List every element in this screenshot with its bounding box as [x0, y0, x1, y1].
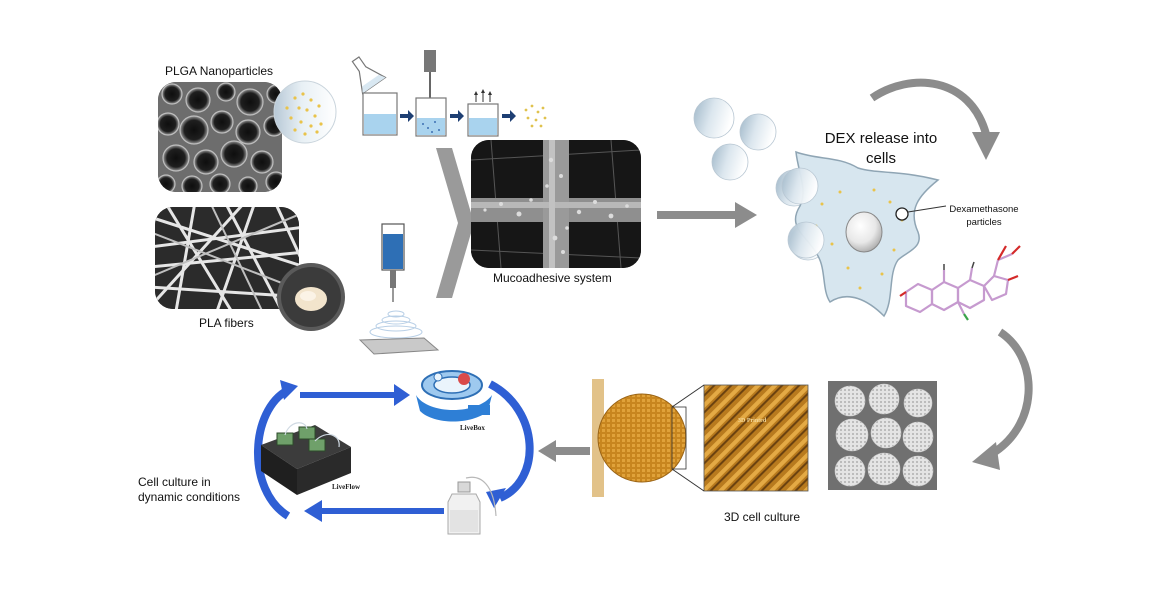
scaffold-image	[592, 379, 809, 497]
sem-porous-pattern	[158, 82, 282, 192]
dex-release-line1: DEX release into	[824, 130, 938, 147]
livebox-label: LiveBox	[460, 424, 485, 432]
dex-molecule-icon	[898, 240, 1028, 321]
plga-nanoparticles-label: PLGA Nanoparticles	[165, 64, 274, 78]
cell-bound-spheres	[780, 167, 830, 268]
blue-arrows-svg	[254, 380, 534, 522]
cell-bound-spheres-svg	[781, 167, 825, 259]
arrow-to-cell-svg	[657, 202, 757, 228]
process-steps-svg	[351, 50, 547, 137]
electrospinning-svg	[358, 223, 440, 355]
scaffold-samples-photo	[828, 381, 937, 490]
chevron-svg	[436, 148, 474, 298]
scaffold-svg	[592, 379, 809, 497]
curved-arrow-bottom	[960, 328, 1050, 478]
dynamic-conditions-label: Cell culture in dynamic conditions	[138, 475, 240, 505]
dex-release-line2: cells	[865, 150, 896, 167]
arrow-to-dynamic-svg	[538, 440, 590, 462]
arrow-to-dynamic	[538, 438, 590, 464]
sem-mucoadhesive-svg	[471, 140, 641, 268]
dynamic-culture-loop	[250, 370, 550, 530]
sem-fibers-pattern	[155, 207, 299, 309]
sem-mucoadhesive-image	[471, 140, 641, 268]
sem-fibers-image	[155, 207, 299, 309]
arrow-to-cell	[657, 200, 757, 230]
curved-arrow-top-svg	[869, 78, 1000, 160]
beaker-icon	[362, 92, 398, 136]
media-bottle-icon	[442, 476, 498, 538]
media-bottle-svg	[447, 476, 497, 535]
flask-icon	[351, 56, 387, 95]
dexamethasone-label: Dexamethasone particles	[944, 203, 1024, 229]
pla-fibers-label: PLA fibers	[199, 316, 254, 330]
scaffold-samples-svg	[828, 381, 937, 490]
dexamethasone-line1: Dexamethasone	[949, 204, 1019, 215]
electrospinning-setup	[352, 222, 442, 362]
liveflow-svg	[261, 422, 351, 495]
electrospinning-syringe-icon	[381, 223, 405, 302]
pla-powder-dish-icon	[276, 262, 346, 332]
collector-plate-icon	[358, 337, 440, 355]
nanoparticle-zoom-svg	[273, 80, 337, 144]
nanoparticles-dots-icon	[524, 104, 547, 128]
dynamic-line2: dynamic conditions	[138, 490, 241, 504]
pla-powder-dish-svg	[277, 263, 345, 331]
curved-arrow-top	[869, 76, 1010, 176]
evaporation-beaker-icon	[467, 89, 499, 137]
dex-molecule-svg	[899, 245, 1021, 321]
liveflow-pump-icon	[255, 417, 355, 497]
three-d-cell-culture-label: 3D cell culture	[724, 510, 801, 524]
dex-release-title: DEX release into cells	[806, 129, 956, 169]
scaffold-tag-label: 3D Printed	[738, 418, 767, 424]
curved-arrow-bottom-svg	[972, 328, 1033, 470]
dexamethasone-line2: particles	[966, 217, 1002, 228]
mucoadhesive-system-label: Mucoadhesive system	[493, 271, 612, 285]
nanoparticle-zoom-circle	[273, 80, 337, 144]
homogenizer-beaker-icon	[415, 50, 447, 137]
sem-porous-image	[158, 82, 282, 192]
chevron-arrow-icon	[436, 148, 476, 298]
livebox-bioreactor-icon	[408, 365, 500, 431]
livebox-svg	[416, 370, 492, 422]
dynamic-line1: Cell culture in	[138, 475, 211, 489]
nanoprecipitation-process	[338, 48, 558, 148]
liveflow-label: LiveFlow	[332, 483, 360, 491]
